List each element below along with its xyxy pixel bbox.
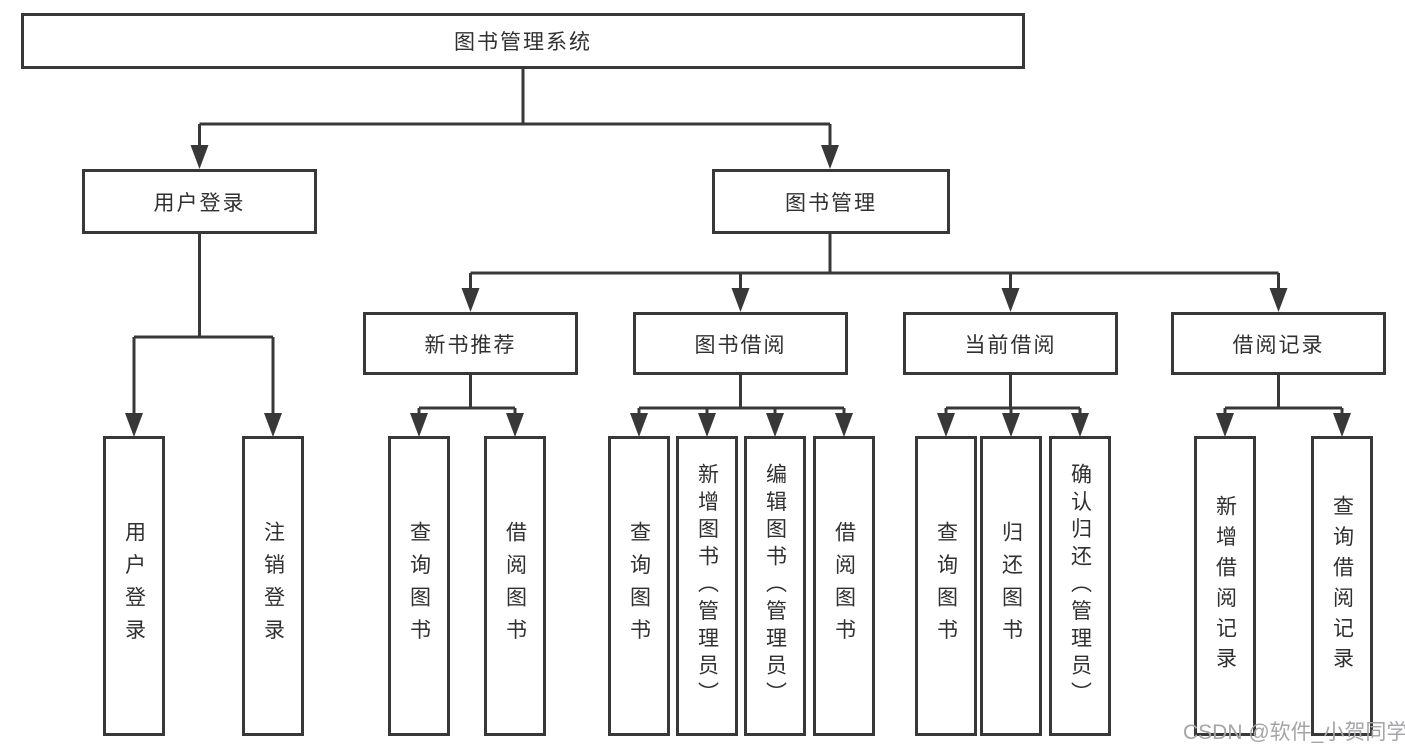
arrowhead xyxy=(410,413,428,437)
arrowhead xyxy=(190,145,209,169)
node-label: 图书管理 xyxy=(785,191,877,215)
connector-line xyxy=(1223,375,1344,425)
arrowhead xyxy=(506,413,524,437)
connector-book-borrow-to-children xyxy=(630,375,853,437)
node-label: 图书借阅 xyxy=(694,333,787,357)
node-label: 用户登录 xyxy=(122,520,146,652)
connector-borrow-record-to-children xyxy=(1216,375,1351,437)
connector-book-mgmt-to-level3 xyxy=(461,233,1288,312)
node-label: 确认归还（管理员） xyxy=(1068,463,1092,709)
node-leaf-add-books-admin: 新增图书（管理员） xyxy=(676,436,738,736)
node-label: 借阅图书 xyxy=(832,520,856,652)
node-leaf-query-books-recommend: 查询图书 xyxy=(388,436,450,736)
node-borrowing-records: 借阅记录 xyxy=(1171,312,1386,375)
arrowhead xyxy=(731,288,750,312)
connector-line xyxy=(469,233,1280,300)
csdn-watermark: CSDN @软件_小贺同学 xyxy=(1183,721,1405,744)
node-label: 新增图书（管理员） xyxy=(695,463,719,709)
arrowhead xyxy=(461,288,480,312)
arrowhead xyxy=(1216,413,1234,437)
node-book-management: 图书管理 xyxy=(712,169,950,234)
node-label: 借阅图书 xyxy=(503,520,527,652)
arrowhead xyxy=(1002,413,1020,437)
node-label: 查询借阅记录 xyxy=(1330,494,1354,678)
node-label: 图书管理系统 xyxy=(454,31,592,54)
arrowhead xyxy=(766,413,784,437)
node-label: 新书推荐 xyxy=(424,333,517,357)
node-leaf-query-books-borrowing: 查询图书 xyxy=(608,436,670,736)
node-label: 借阅记录 xyxy=(1232,333,1325,357)
connector-current-borrow-to-children xyxy=(937,375,1089,437)
node-label: 用户登录 xyxy=(153,191,246,215)
node-leaf-user-login: 用户登录 xyxy=(103,436,165,736)
arrowhead xyxy=(630,413,648,437)
node-label: 归还图书 xyxy=(999,520,1023,652)
node-user-login: 用户登录 xyxy=(82,169,317,234)
connector-user-login-to-children xyxy=(125,233,282,437)
node-label: 查询图书 xyxy=(627,520,651,652)
node-label: 查询图书 xyxy=(407,520,431,652)
node-leaf-borrow-books: 借阅图书 xyxy=(813,436,875,736)
arrowhead xyxy=(125,413,143,437)
node-book-borrowing: 图书借阅 xyxy=(633,312,848,375)
node-label: 查询图书 xyxy=(934,520,958,652)
node-current-borrowing: 当前借阅 xyxy=(903,312,1118,375)
node-label: 新增借阅记录 xyxy=(1213,494,1237,678)
arrowhead xyxy=(264,413,282,437)
arrowhead xyxy=(835,413,853,437)
arrowhead xyxy=(937,413,955,437)
connector-root-to-level2 xyxy=(190,68,839,169)
node-root-system: 图书管理系统 xyxy=(21,13,1025,69)
connector-line xyxy=(132,233,275,425)
arrowhead xyxy=(698,413,716,437)
node-label: 编辑图书（管理员） xyxy=(763,463,787,709)
connector-line xyxy=(637,375,846,425)
arrowhead xyxy=(1001,288,1020,312)
node-leaf-edit-books-admin: 编辑图书（管理员） xyxy=(744,436,806,736)
node-leaf-return-books: 归还图书 xyxy=(980,436,1042,736)
arrowhead xyxy=(1333,413,1351,437)
connector-line xyxy=(198,68,832,157)
node-leaf-borrow-books-recommend: 借阅图书 xyxy=(484,436,546,736)
arrowhead xyxy=(1071,413,1089,437)
connector-line xyxy=(417,375,517,425)
connector-new-book-rec-to-children xyxy=(410,375,524,437)
node-leaf-logout: 注销登录 xyxy=(242,436,304,736)
node-new-book-recommend: 新书推荐 xyxy=(363,312,578,375)
node-leaf-add-borrow-record: 新增借阅记录 xyxy=(1194,436,1256,736)
node-leaf-query-borrow-record: 查询借阅记录 xyxy=(1311,436,1373,736)
node-leaf-confirm-return-admin: 确认归还（管理员） xyxy=(1049,436,1111,736)
node-label: 当前借阅 xyxy=(964,333,1057,357)
arrowhead xyxy=(1269,288,1288,312)
node-leaf-query-books-current: 查询图书 xyxy=(915,436,977,736)
node-label: 注销登录 xyxy=(261,520,285,652)
arrowhead xyxy=(821,145,839,169)
